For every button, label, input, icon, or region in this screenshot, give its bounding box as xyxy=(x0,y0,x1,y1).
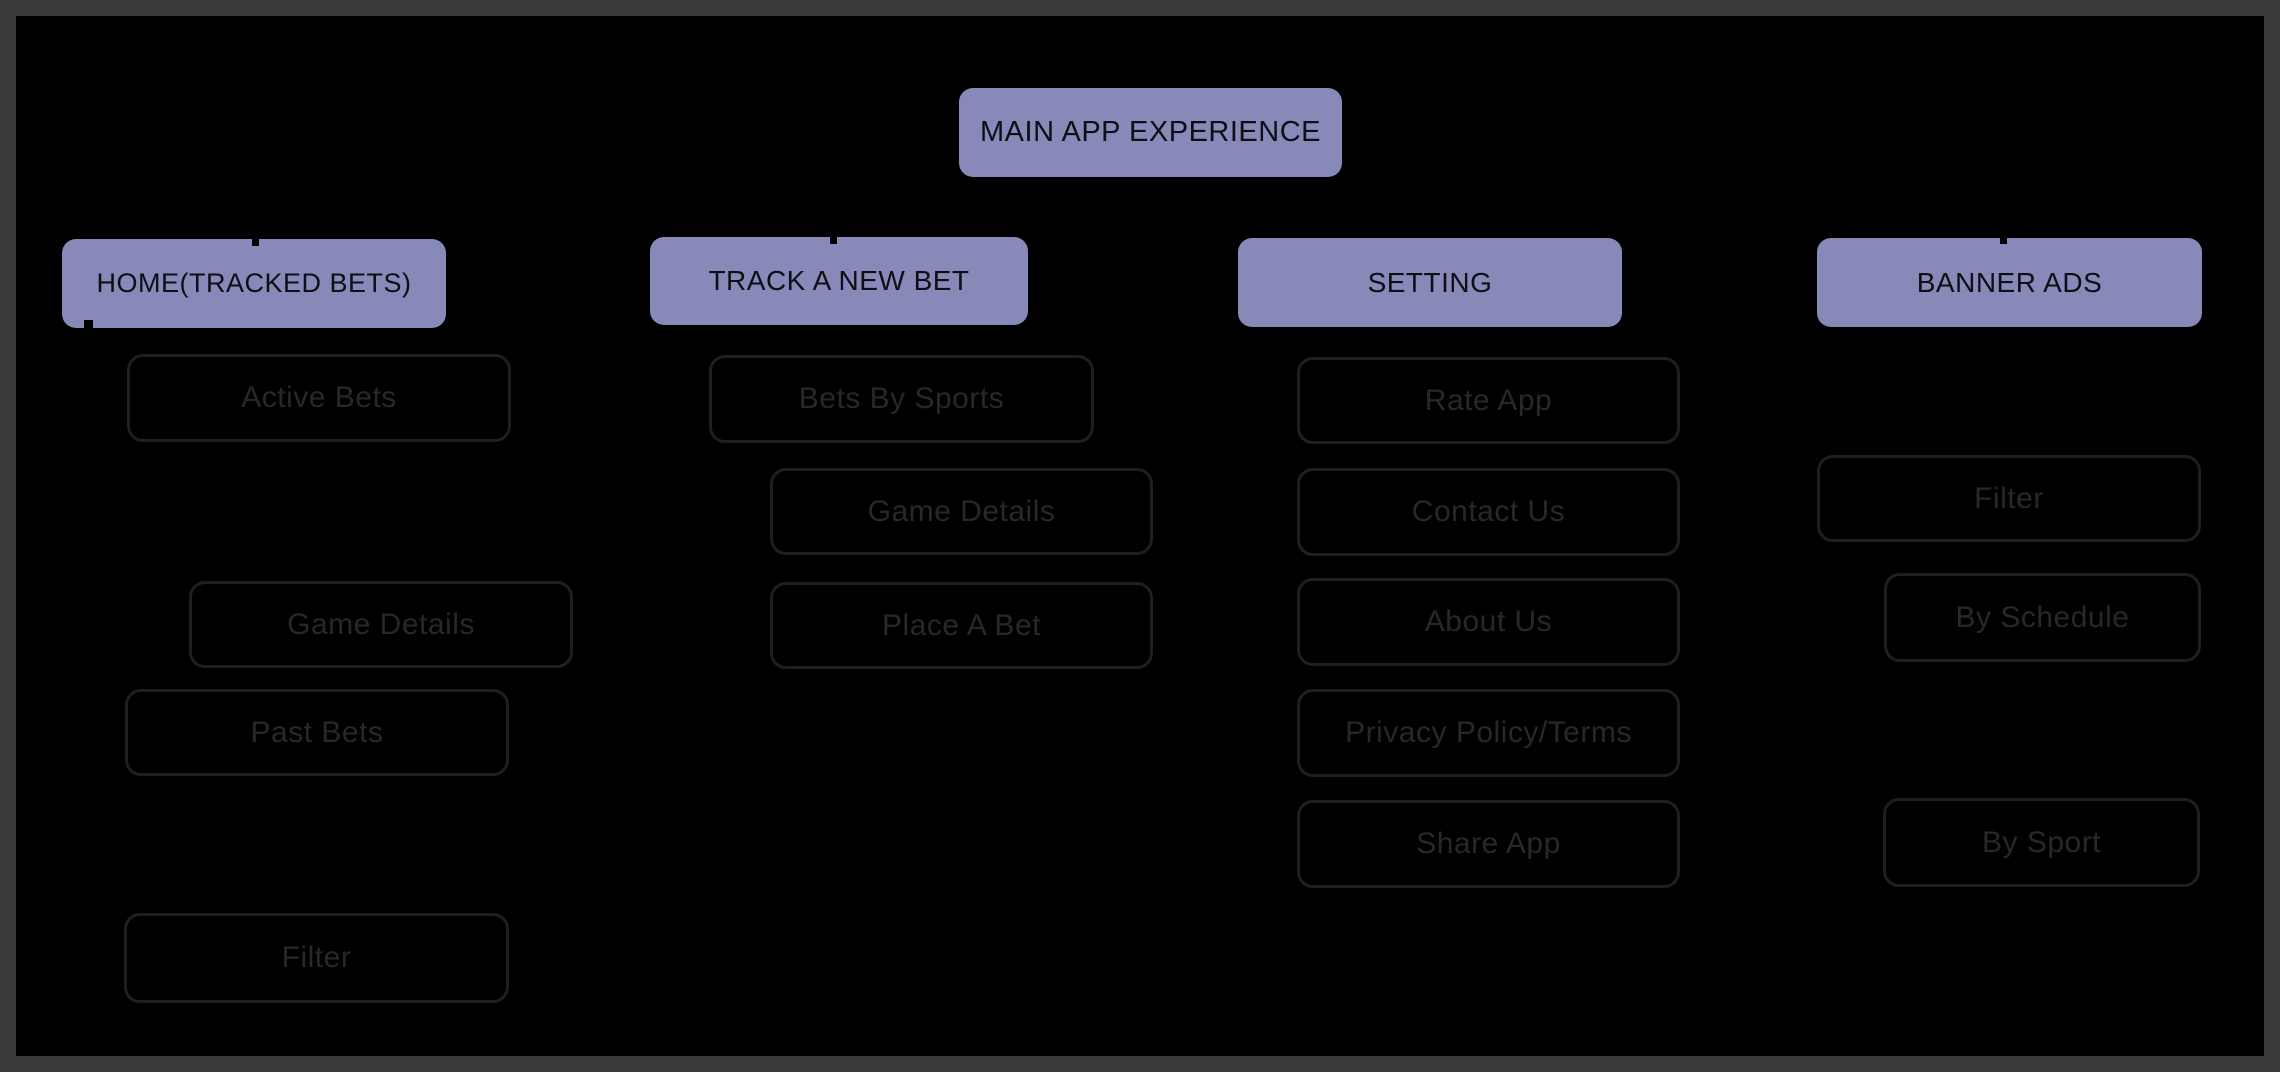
node-place-a-bet: Place A Bet xyxy=(770,582,1153,669)
node-by-sport: By Sport xyxy=(1883,798,2200,887)
node-main-app-experience: MAIN APP EXPERIENCE xyxy=(959,88,1342,177)
node-by-schedule: By Schedule xyxy=(1884,573,2201,662)
node-share-app: Share App xyxy=(1297,800,1680,888)
connector-remnant-banner-top xyxy=(2000,232,2007,244)
node-active-bets: Active Bets xyxy=(127,354,511,442)
node-home-game-details: Game Details xyxy=(189,581,573,668)
node-home-tracked-bets: HOME(TRACKED BETS) xyxy=(62,239,446,328)
connector-remnant-home-bottom xyxy=(84,320,93,332)
node-track-game-details: Game Details xyxy=(770,468,1153,555)
node-banner-filter: Filter xyxy=(1817,455,2201,542)
node-setting: SETTING xyxy=(1238,238,1622,327)
node-past-bets: Past Bets xyxy=(125,689,509,776)
node-rate-app: Rate App xyxy=(1297,357,1680,444)
connector-remnant-home-top xyxy=(252,234,259,246)
node-contact-us: Contact Us xyxy=(1297,468,1680,556)
node-bets-by-sports: Bets By Sports xyxy=(709,355,1094,443)
node-privacy-policy-terms: Privacy Policy/Terms xyxy=(1297,689,1680,777)
node-track-a-new-bet: TRACK A NEW BET xyxy=(650,237,1028,325)
connector-remnant-track-top xyxy=(830,232,837,244)
node-about-us: About Us xyxy=(1297,578,1680,666)
node-home-filter: Filter xyxy=(124,913,509,1003)
node-banner-ads: BANNER ADS xyxy=(1817,238,2202,327)
